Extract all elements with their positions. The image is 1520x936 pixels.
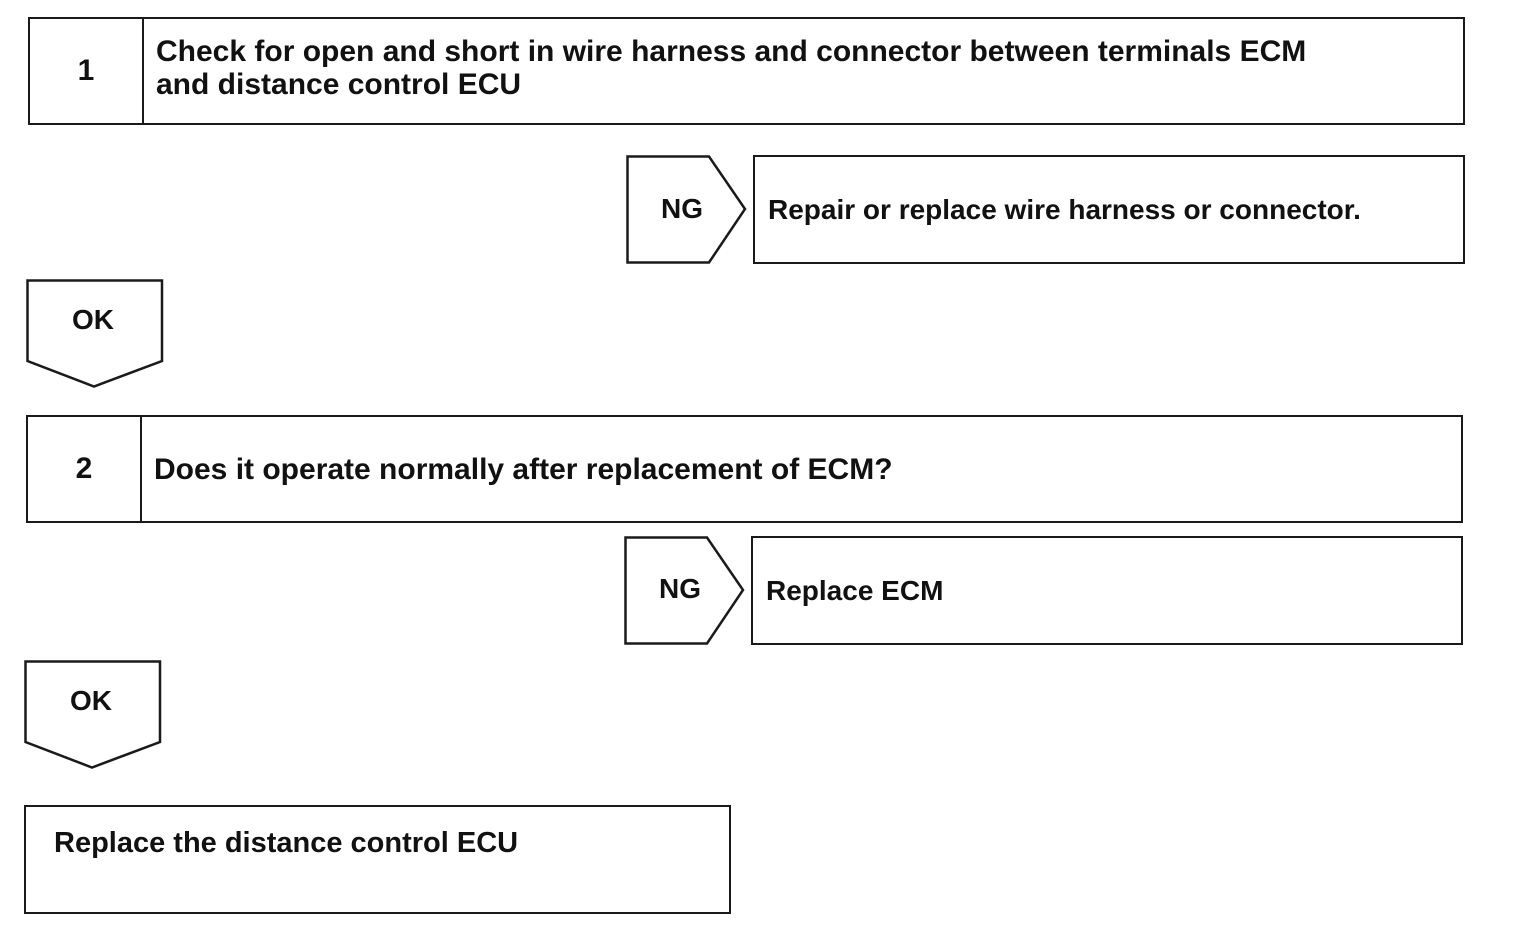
step-1-box: 1 Check for open and short in wire harne… — [28, 17, 1465, 125]
step-2-ok-label: OK — [70, 685, 112, 716]
step-2-ng-label: NG — [659, 573, 701, 604]
step-1-number: 1 — [30, 19, 144, 123]
final-action-text: Replace the distance control ECU — [54, 827, 519, 859]
step-2-question: Does it operate normally after replaceme… — [154, 452, 893, 486]
step-1-ng-label: NG — [661, 193, 703, 224]
step-2-ok-arrow — [24, 660, 162, 769]
step-1-ok-arrow — [26, 279, 164, 388]
step-2-ng-arrow — [624, 536, 745, 645]
step-1-question-line-1: Check for open and short in wire harness… — [156, 35, 1307, 68]
step-1-question: Check for open and short in wire harness… — [144, 19, 1463, 123]
step-1-ok-label: OK — [72, 304, 114, 335]
step-1-ng-action: Repair or replace wire harness or connec… — [768, 193, 1361, 225]
step-1-ng-result-box: Repair or replace wire harness or connec… — [753, 155, 1465, 264]
step-1-ng-arrow — [626, 155, 747, 264]
step-2-ng-action: Replace ECM — [766, 574, 944, 606]
step-1-question-line-2: and distance control ECU — [156, 68, 522, 101]
final-action-box: Replace the distance control ECU — [24, 805, 731, 914]
step-2-box: 2 Does it operate normally after replace… — [26, 415, 1463, 523]
step-2-number: 2 — [28, 417, 142, 521]
step-2-ng-result-box: Replace ECM — [751, 536, 1463, 645]
